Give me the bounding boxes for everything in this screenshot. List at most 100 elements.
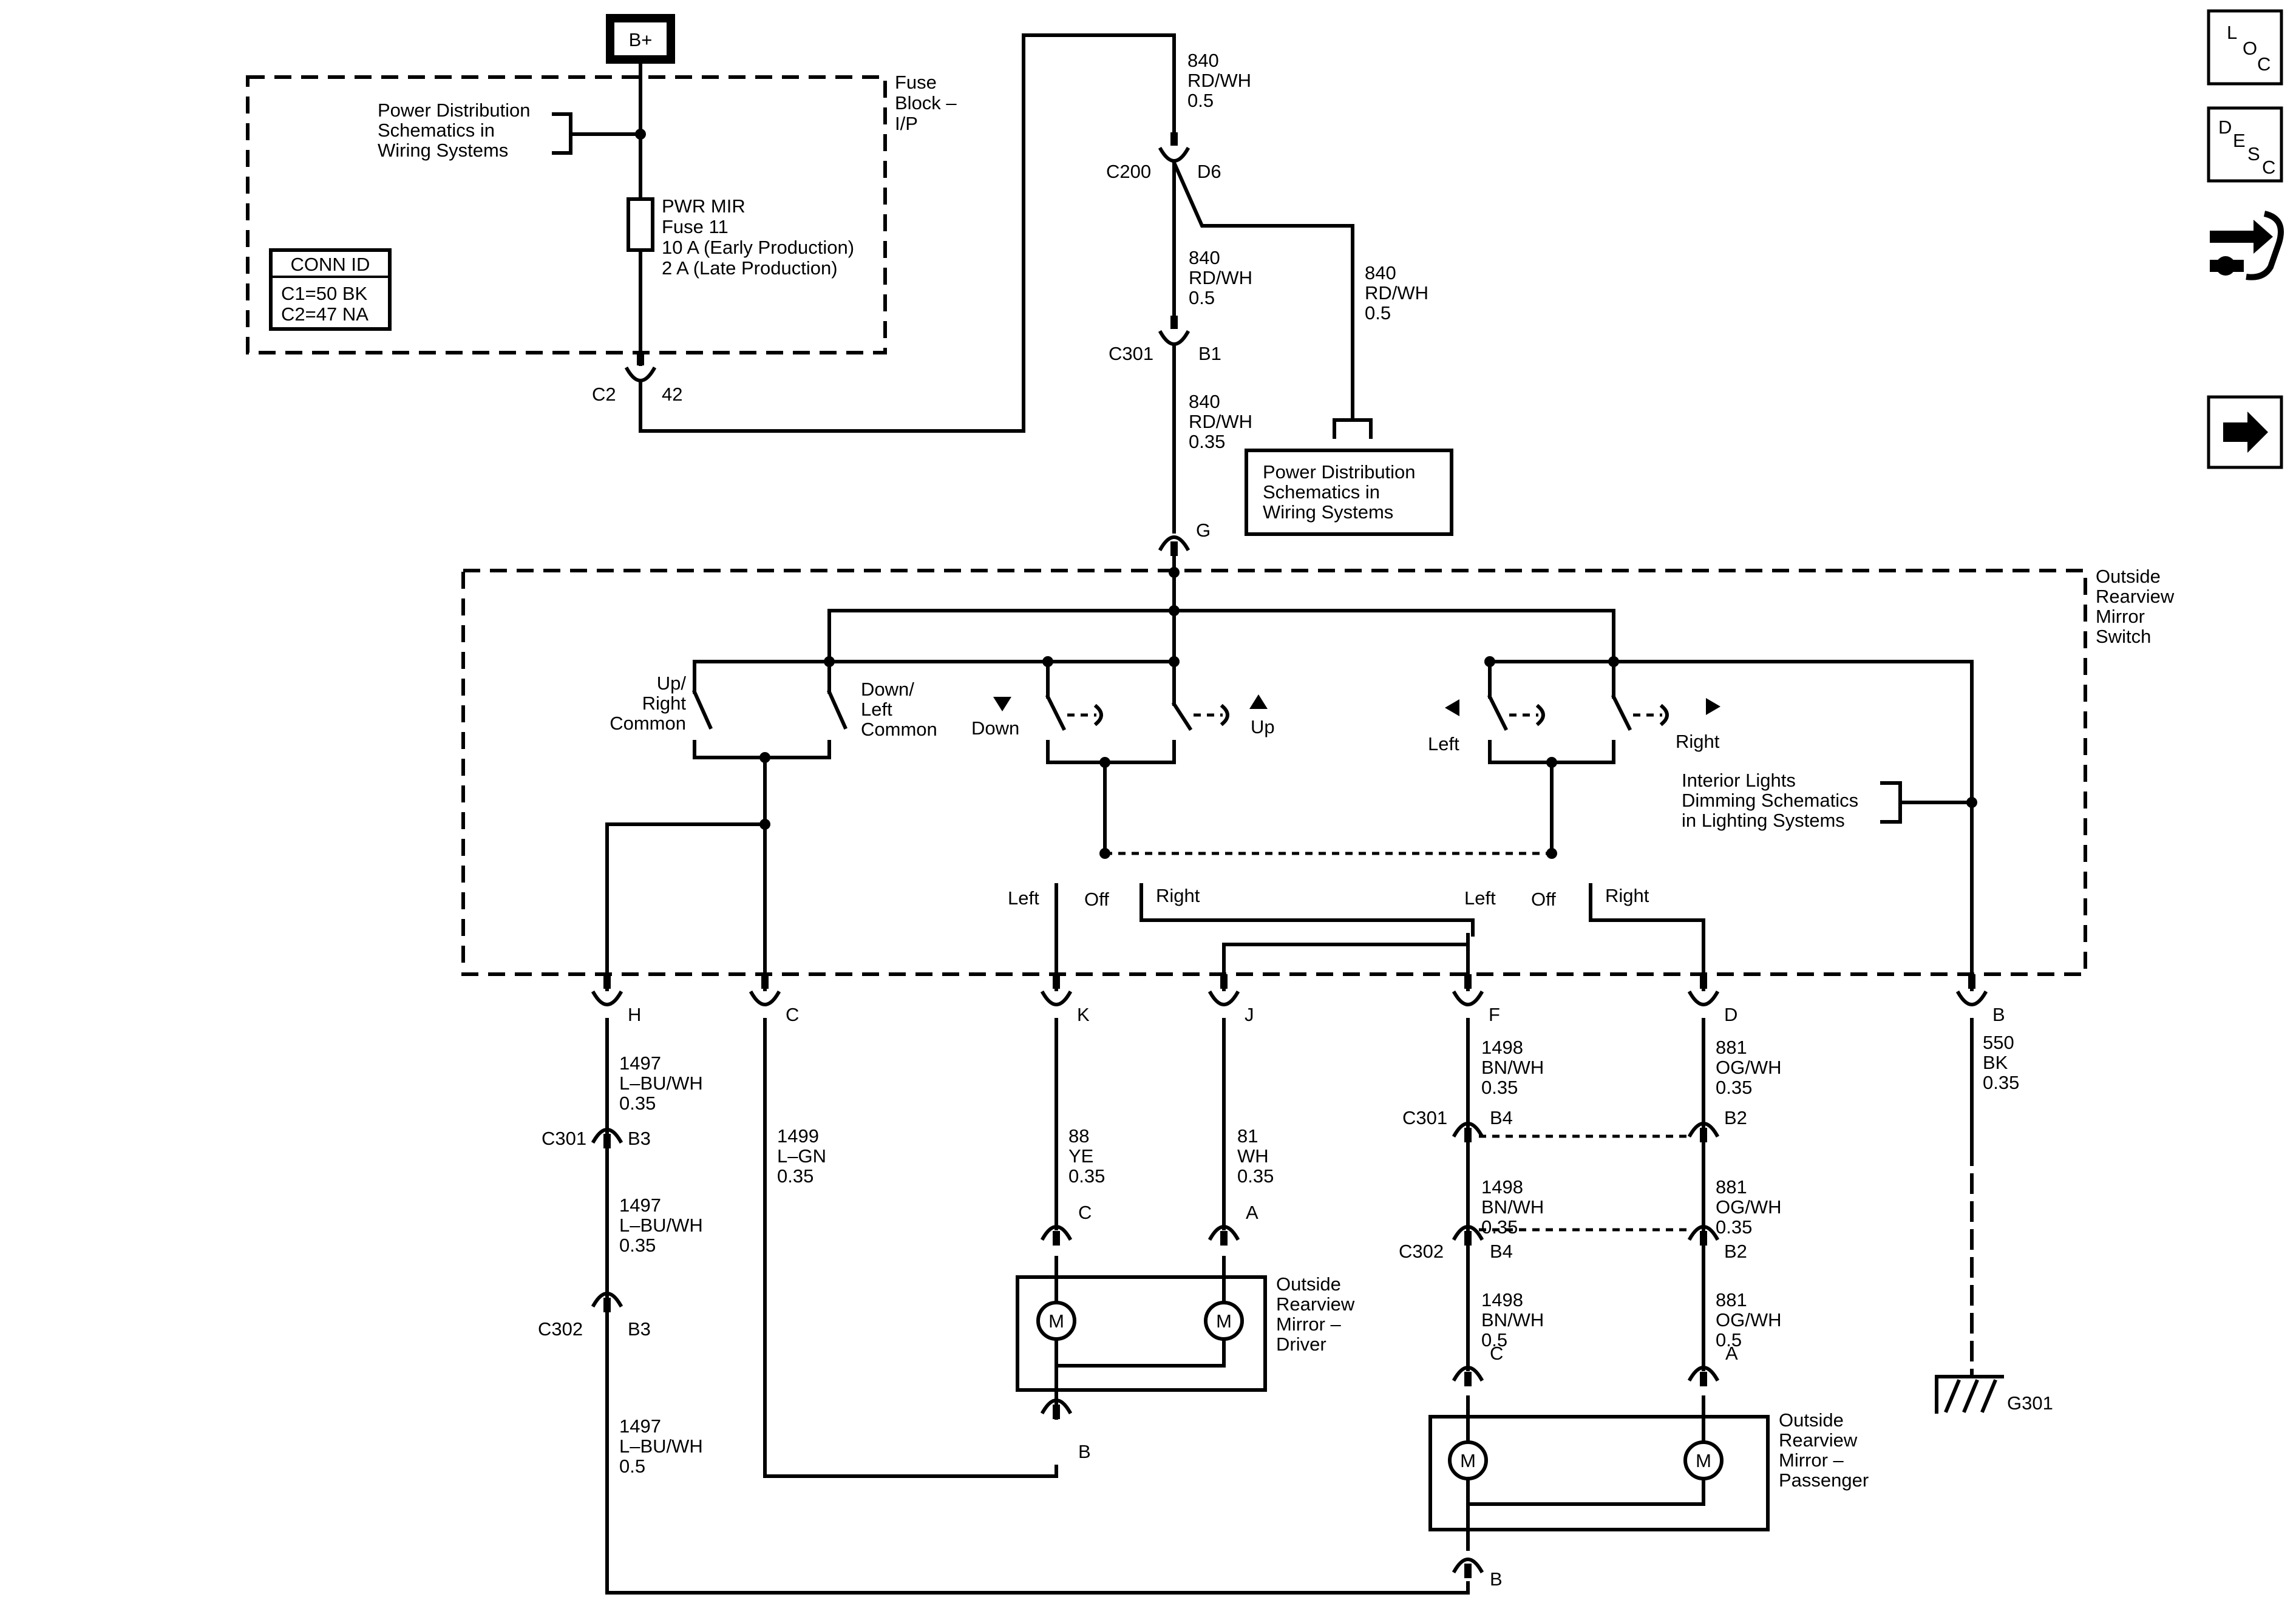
driver-motor-2-label: M [1216, 1310, 1232, 1332]
driver-label-3: Mirror – [1276, 1314, 1342, 1335]
passenger-pin-c: C [1490, 1343, 1503, 1364]
inline-connector [1452, 1558, 1484, 1578]
c301-label-top: C301 [1109, 343, 1153, 364]
fb-power-dist-3: Wiring Systems [378, 140, 508, 161]
up-arrow-icon [1249, 694, 1268, 709]
h-wire-b-2: L–BU/WH [619, 1215, 703, 1236]
fb-power-dist-1: Power Distribution [378, 100, 531, 121]
desc-s: S [2247, 143, 2260, 164]
f-wire-a-1: 1498 [1481, 1037, 1523, 1058]
up-right-common-2: Right [642, 693, 687, 714]
left-arrow-icon [1445, 699, 1459, 716]
fuse-block-label-2: Block – [895, 92, 957, 114]
power-dist-reference-box: Power Distribution Schematics in Wiring … [1245, 418, 1453, 536]
desc-button[interactable]: D E S C [2207, 106, 2283, 183]
feed-wire3-3: 0.5 [1365, 302, 1391, 324]
fuse-label-4: 2 A (Late Production) [662, 257, 838, 279]
k-wire-2: YE [1068, 1145, 1093, 1167]
c-wire-1: 1499 [777, 1125, 819, 1147]
pd-box-2: Schematics in [1263, 481, 1380, 503]
switch-pin-j: J [1207, 974, 1254, 1025]
d-wire-b-2: OG/WH [1716, 1196, 1782, 1218]
f-wire-c-2: BN/WH [1481, 1309, 1544, 1331]
loc-button[interactable]: L O C [2207, 9, 2283, 86]
d-wire-a-3: 0.35 [1716, 1077, 1752, 1098]
feed-wire3-1: 840 [1365, 262, 1396, 283]
down-arrow-icon [993, 697, 1011, 711]
c301-pin-top: B1 [1198, 343, 1221, 364]
outside-mirror-switch: Outside Rearview Mirror Switch Up/ Right [461, 554, 2175, 991]
driver-pin-b: B [1078, 1441, 1091, 1462]
passenger-label-3: Mirror – [1779, 1449, 1844, 1471]
driver-motor-1-label: M [1048, 1310, 1064, 1332]
h-c302-pin: B3 [628, 1318, 651, 1340]
d-wire-a-1: 881 [1716, 1037, 1747, 1058]
conn-id-row-2: C2=47 NA [281, 303, 369, 325]
h-wire-a-3: 0.35 [619, 1093, 656, 1114]
fuse-label-2: Fuse 11 [662, 216, 729, 237]
c200-pin: D6 [1197, 161, 1221, 182]
sel1-off: Off [1084, 889, 1109, 910]
b-wire-2: BK [1983, 1052, 2008, 1073]
down-left-common-1: Down/ [861, 679, 914, 700]
feed-wire4-1: 840 [1189, 391, 1220, 412]
down-left-common-2: Left [861, 699, 892, 720]
passenger-motor-2-label: M [1696, 1450, 1711, 1471]
loc-l: L [2227, 22, 2237, 43]
ground-g301-icon [1935, 1375, 2004, 1414]
d-wire-b-3: 0.35 [1716, 1216, 1752, 1238]
c2-label: C2 [592, 384, 616, 405]
f-wire-c-1: 1498 [1481, 1289, 1523, 1310]
j-wire-2: WH [1237, 1145, 1269, 1167]
switch-pin-h-label: H [628, 1004, 641, 1025]
fb-power-dist-2: Schematics in [378, 120, 495, 141]
d-wire-c-3: 0.5 [1716, 1329, 1742, 1351]
conn-id-title: CONN ID [291, 254, 370, 275]
arrow-right-icon [2223, 412, 2268, 453]
h-c302-label: C302 [538, 1318, 583, 1340]
switch-pin-c-label: C [786, 1004, 799, 1025]
d-wire-a-2: OG/WH [1716, 1057, 1782, 1078]
f-c302-pin: B4 [1490, 1241, 1513, 1262]
h-wire-c-2: L–BU/WH [619, 1436, 703, 1457]
switch-pin-d: D [1687, 974, 1737, 1025]
b-wire-1: 550 [1983, 1032, 2014, 1053]
conn-id-box: CONN ID C1=50 BK C2=47 NA [269, 248, 392, 331]
switch-pin-d-label: D [1724, 1004, 1737, 1025]
switch-pin-h: H [591, 974, 641, 1025]
driver-label-4: Driver [1276, 1334, 1326, 1355]
sel1-right: Right [1156, 885, 1200, 906]
h-wire-b-3: 0.35 [619, 1235, 656, 1256]
feed-wire4-2: RD/WH [1189, 411, 1252, 432]
feed-wire1-3: 0.5 [1187, 90, 1214, 111]
k-wire-3: 0.35 [1068, 1165, 1105, 1187]
driver-label-1: Outside [1276, 1273, 1341, 1295]
interior-lights-3: in Lighting Systems [1682, 810, 1845, 831]
feed-wire1-2: RD/WH [1187, 70, 1251, 91]
fuse-label-1: PWR MIR [662, 195, 746, 217]
h-c301-label: C301 [542, 1128, 586, 1149]
h-wire-b-1: 1497 [619, 1195, 661, 1216]
interior-lights-1: Interior Lights [1682, 770, 1796, 791]
f-wire-a-3: 0.35 [1481, 1077, 1518, 1098]
b-plus-terminal: B+ [606, 14, 675, 64]
f-c302-label: C302 [1399, 1241, 1444, 1262]
k-wire-1: 88 [1068, 1125, 1089, 1147]
conn-id-row-1: C1=50 BK [281, 283, 368, 304]
f-c301-pin: B4 [1490, 1107, 1513, 1128]
fuse-output-connector: C2 42 [592, 33, 1176, 433]
fuse-block-label-3: I/P [895, 113, 918, 134]
f-wire-b-2: BN/WH [1481, 1196, 1544, 1218]
h-wire-c-3: 0.5 [619, 1456, 645, 1477]
fuse-block-ip: Fuse Block – I/P Power Distribution Sche… [246, 58, 957, 366]
switch-pin-b: B [1955, 974, 2005, 1025]
passenger-label-1: Outside [1779, 1409, 1844, 1431]
next-button[interactable] [2207, 395, 2283, 469]
feed-wire4-3: 0.35 [1189, 431, 1225, 452]
switch-pin-j-label: J [1245, 1004, 1254, 1025]
feed-wire1-1: 840 [1187, 50, 1219, 71]
component-connector-icon[interactable] [2210, 211, 2284, 280]
f-wire-c-3: 0.5 [1481, 1329, 1507, 1351]
f-wire-b-1: 1498 [1481, 1176, 1523, 1198]
